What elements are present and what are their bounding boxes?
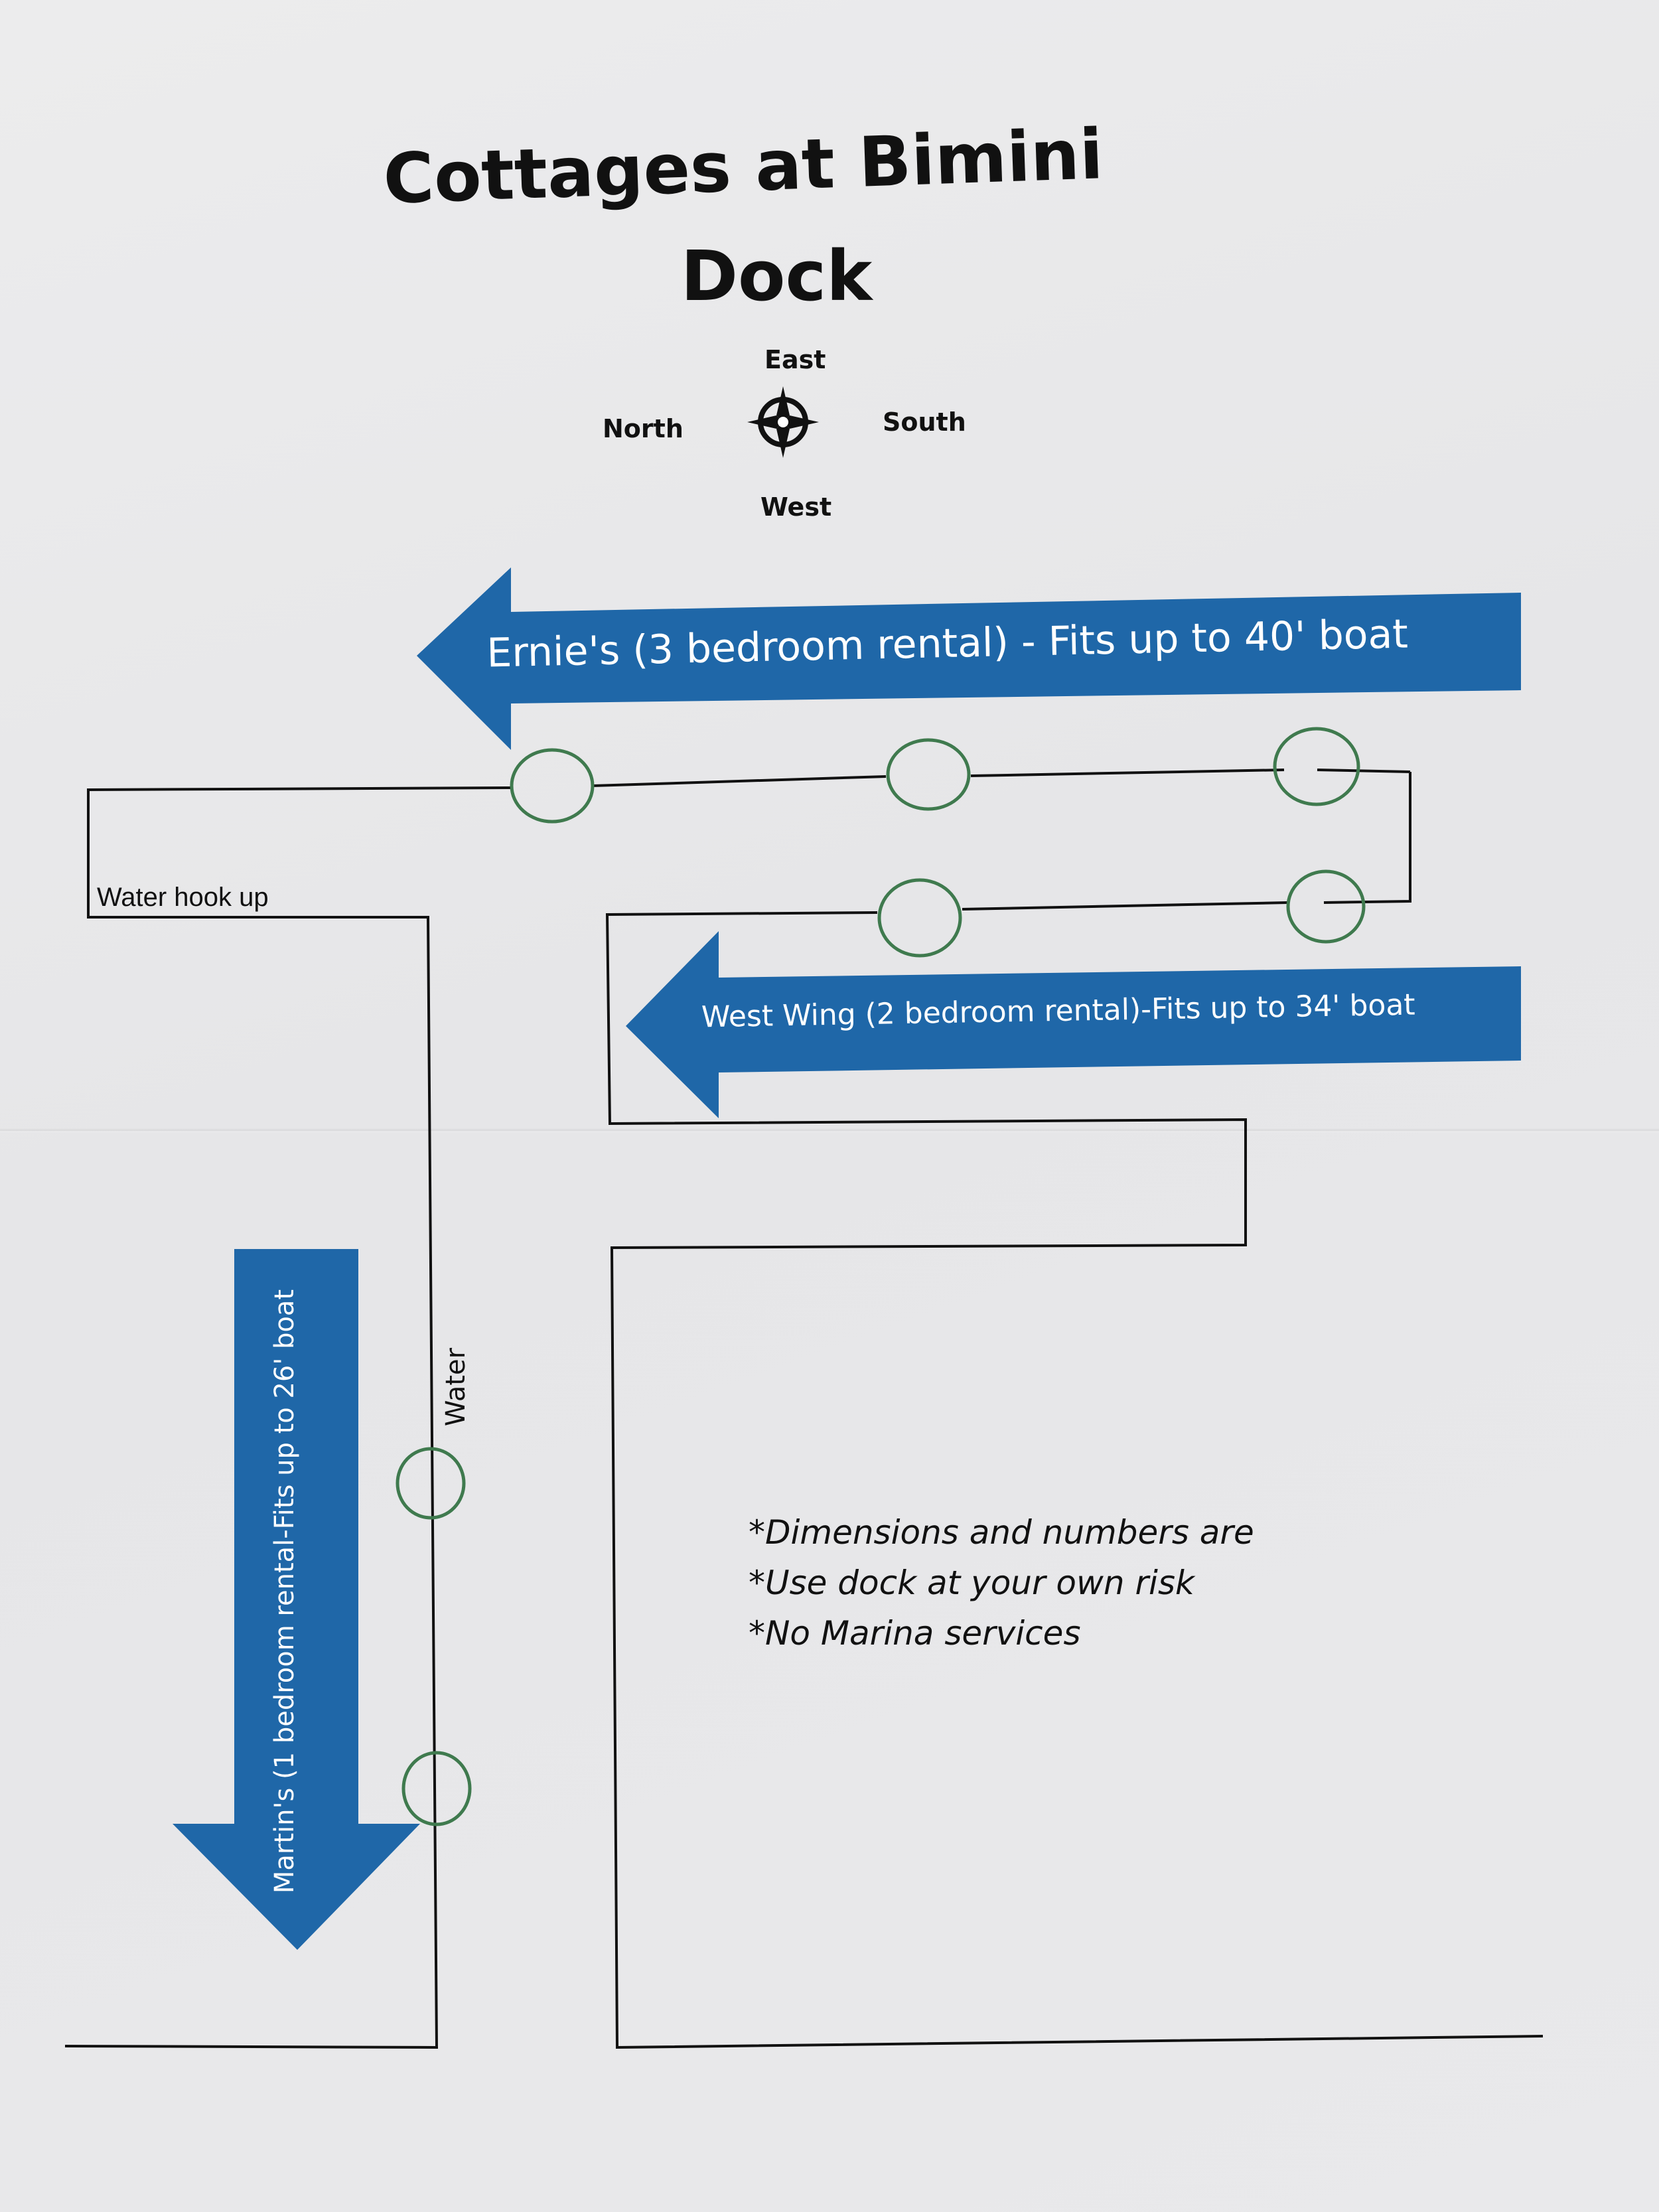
piling — [886, 738, 971, 811]
compass-east-label: East — [764, 345, 826, 374]
note-item: *Use dock at your own risk — [749, 1564, 1194, 1602]
dock-notes: *Dimensions and numbers are *Use dock at… — [749, 1513, 1254, 1664]
piling — [1273, 727, 1360, 806]
dock-pilings — [396, 727, 1366, 1826]
compass-north-label: North — [603, 414, 684, 443]
page-subtitle: Dock — [680, 236, 873, 317]
piling — [877, 878, 962, 958]
piling — [510, 748, 595, 824]
ernies-arrow: Ernie's (3 bedroom rental) - Fits up to … — [417, 567, 1521, 750]
note-item: *No Marina services — [749, 1614, 1081, 1653]
piling — [396, 1447, 466, 1520]
water-label: Water — [441, 1347, 471, 1426]
dock-outline — [64, 769, 1544, 2049]
martins-rental-label: Martin's (1 bedroom rental-Fits up to 26… — [269, 1290, 300, 1893]
compass-west-label: West — [760, 492, 832, 522]
piling — [401, 1751, 472, 1826]
martins-arrow: Martin's (1 bedroom rental-Fits up to 26… — [173, 1249, 420, 1950]
water-hook-up-label: Water hook up — [97, 883, 269, 912]
compass-rose-icon — [747, 386, 819, 458]
paper-fold — [0, 1128, 1659, 1132]
compass-south-label: South — [883, 407, 966, 437]
west-wing-arrow: West Wing (2 bedroom rental)-Fits up to … — [626, 931, 1521, 1118]
piling — [1286, 869, 1366, 944]
note-item: *Dimensions and numbers are — [749, 1513, 1254, 1552]
